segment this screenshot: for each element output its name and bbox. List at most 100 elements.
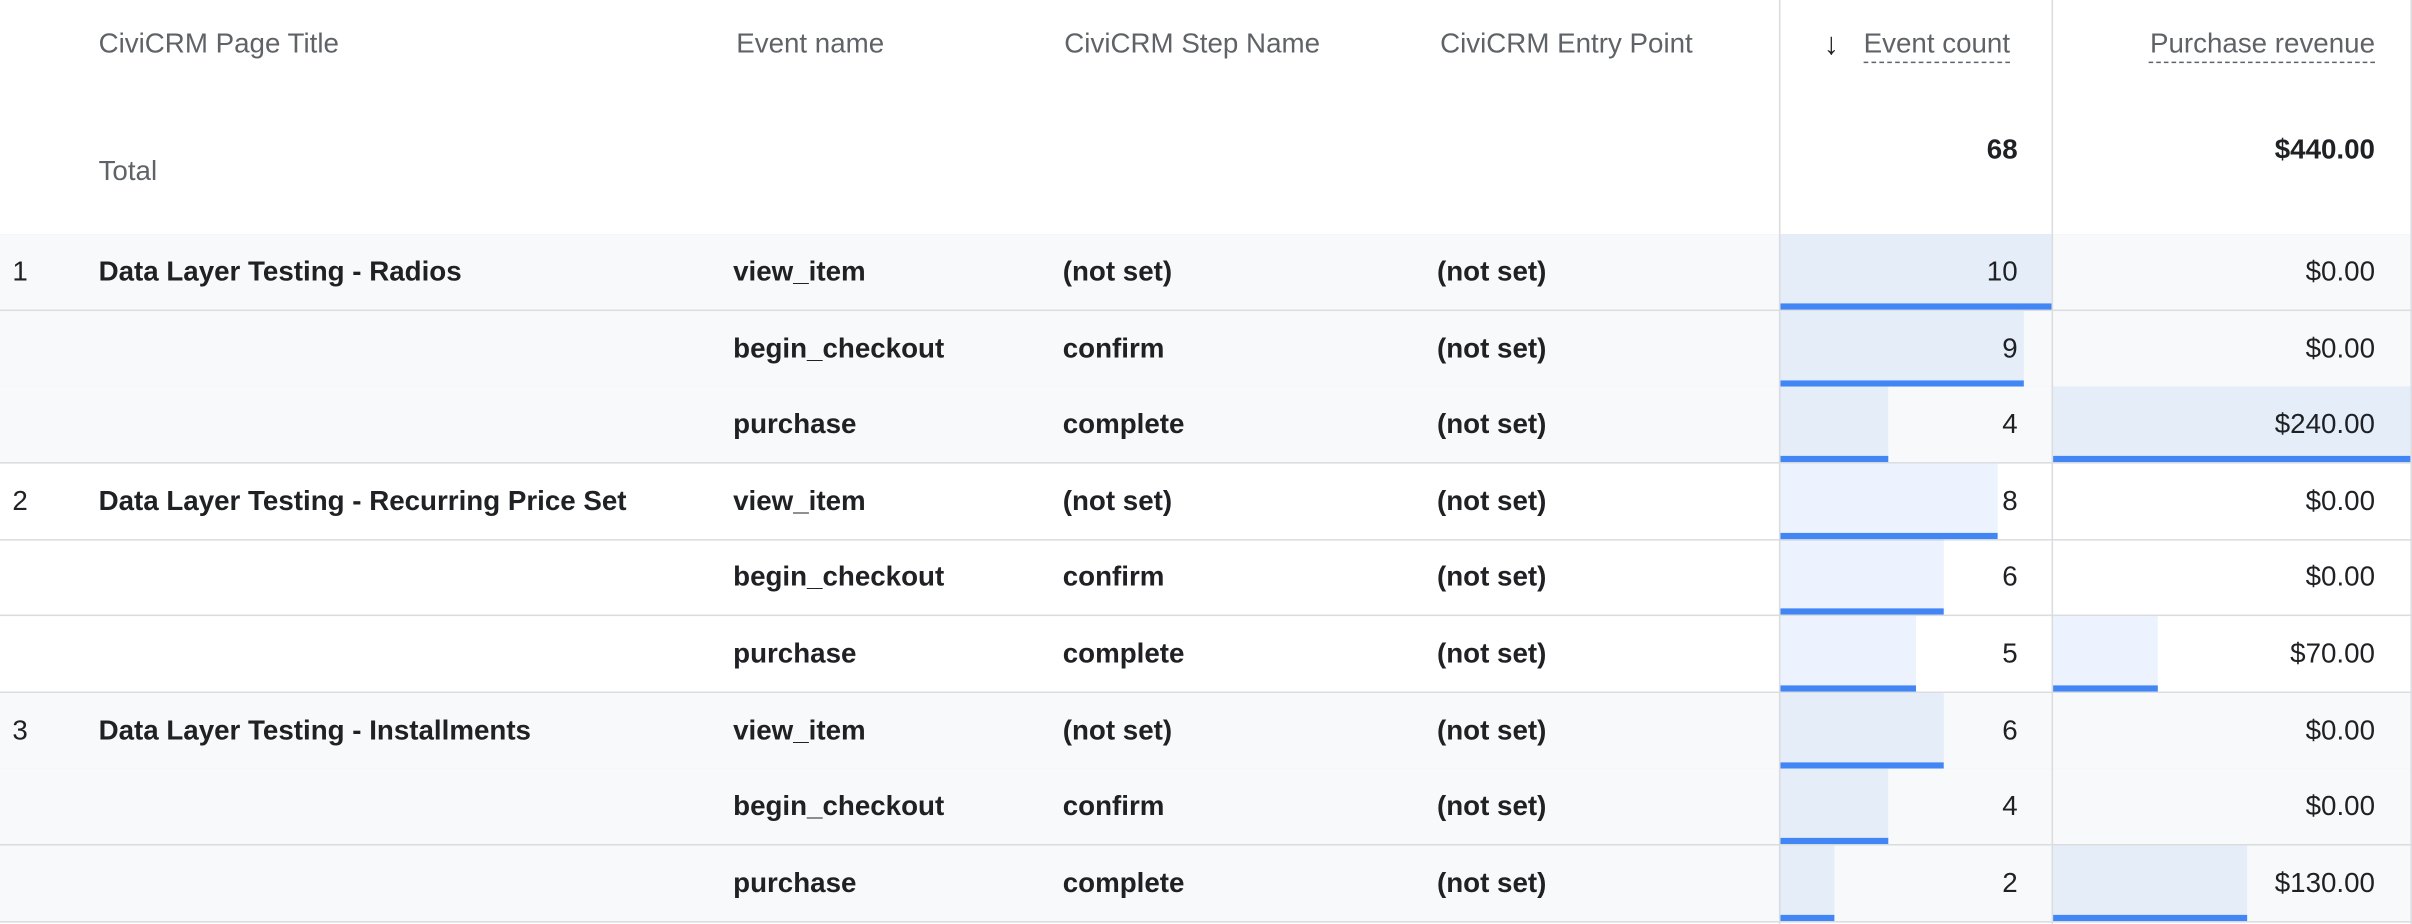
event-count-bar-fill [1780, 616, 1917, 687]
cell-event-count: 2 [2002, 866, 2018, 898]
table-row[interactable]: purchase complete (not set) 2 $130.00 [0, 845, 2412, 923]
table-row[interactable]: 2 Data Layer Testing - Recurring Price Se… [0, 463, 2412, 541]
event-count-bar [1780, 463, 2051, 539]
cell-entry-point: (not set) [1437, 790, 1547, 822]
column-divider [2410, 0, 2412, 924]
cell-purchase-revenue: $130.00 [2274, 866, 2375, 898]
cell-event-name: purchase [733, 866, 857, 898]
event-count-bar [1780, 539, 2051, 616]
header-event-count[interactable]: Event count [1863, 27, 2011, 59]
row-rank: 1 [12, 255, 28, 287]
revenue-bar [2053, 845, 2410, 921]
revenue-bar-fill [2053, 616, 2158, 687]
event-count-bar-line [1780, 685, 1917, 692]
event-count-bar-line [1780, 532, 1998, 539]
cell-purchase-revenue: $0.00 [2305, 714, 2375, 745]
header-page-title[interactable]: CiviCRM Page Title [98, 27, 339, 59]
event-count-bar-fill [1780, 463, 1998, 535]
cell-event-name: purchase [733, 637, 857, 669]
table-row[interactable]: begin_checkout confirm (not set) 4 $0.00 [0, 768, 2412, 846]
header-event-name[interactable]: Event name [736, 27, 885, 59]
cell-event-count: 10 [1986, 255, 2018, 287]
cell-purchase-revenue: $0.00 [2305, 484, 2375, 516]
total-purchase-revenue: $440.00 [2274, 133, 2375, 165]
event-count-bar [1780, 386, 2051, 463]
row-rank: 2 [12, 484, 28, 516]
revenue-bar-fill [2053, 386, 2411, 458]
header-entry-point[interactable]: CiviCRM Entry Point [1440, 27, 1693, 59]
cell-entry-point: (not set) [1437, 332, 1547, 363]
cell-step-name: (not set) [1062, 255, 1173, 287]
cell-event-name: view_item [733, 484, 866, 516]
cell-entry-point: (not set) [1437, 637, 1547, 669]
cell-purchase-revenue: $0.00 [2305, 561, 2375, 593]
cell-entry-point: (not set) [1437, 484, 1547, 516]
column-divider [1778, 0, 1781, 924]
revenue-bar-line [2053, 914, 2247, 921]
cell-event-name: begin_checkout [733, 790, 945, 822]
cell-purchase-revenue: $240.00 [2274, 408, 2375, 440]
cell-step-name: confirm [1062, 790, 1165, 822]
cell-purchase-revenue: $70.00 [2290, 637, 2375, 669]
event-count-bar [1780, 845, 2051, 921]
cell-step-name: confirm [1062, 561, 1165, 593]
cell-event-count: 4 [2002, 408, 2018, 440]
event-count-bar-fill [1780, 539, 1944, 611]
header-step-name[interactable]: CiviCRM Step Name [1064, 27, 1321, 59]
event-count-bar-line [1780, 761, 1944, 768]
event-count-bar-fill [1780, 768, 1889, 840]
event-count-bar-fill [1780, 386, 1889, 458]
column-divider [2051, 0, 2054, 924]
cell-page-title: Data Layer Testing - Recurring Price Set [98, 484, 627, 516]
event-count-bar-line [1780, 914, 1835, 921]
revenue-bar-line [2053, 456, 2411, 463]
cell-entry-point: (not set) [1437, 714, 1547, 745]
cell-purchase-revenue: $0.00 [2305, 790, 2375, 822]
event-count-bar [1780, 310, 2051, 386]
cell-step-name: (not set) [1062, 714, 1173, 745]
revenue-bar-fill [2053, 845, 2247, 917]
cell-entry-point: (not set) [1437, 255, 1547, 287]
table-header: CiviCRM Page Title Event name CiviCRM St… [0, 0, 2412, 236]
cell-event-name: begin_checkout [733, 561, 945, 593]
cell-event-count: 9 [2002, 332, 2018, 363]
cell-event-count: 4 [2002, 790, 2018, 822]
event-count-bar-fill [1780, 234, 2052, 305]
cell-event-count: 8 [2002, 484, 2018, 516]
cell-step-name: complete [1062, 866, 1185, 898]
cell-event-name: purchase [733, 408, 857, 440]
revenue-bar [2053, 616, 2410, 692]
cell-page-title: Data Layer Testing - Installments [98, 714, 531, 745]
cell-event-count: 6 [2002, 561, 2018, 593]
table-row[interactable]: purchase complete (not set) 5 $70.00 [0, 616, 2412, 694]
event-count-bar-line [1780, 456, 1889, 463]
cell-step-name: (not set) [1062, 484, 1173, 516]
event-count-bar [1780, 692, 2051, 768]
event-count-bar [1780, 768, 2051, 845]
event-count-bar-fill [1780, 310, 2025, 382]
event-count-bar-line [1780, 838, 1889, 845]
cell-step-name: complete [1062, 637, 1185, 669]
cell-event-count: 6 [2002, 714, 2018, 745]
header-purchase-revenue[interactable]: Purchase revenue [2149, 27, 2375, 59]
event-count-bar-line [1780, 379, 2025, 386]
cell-purchase-revenue: $0.00 [2305, 332, 2375, 363]
event-count-bar-fill [1780, 845, 1835, 917]
event-count-bar [1780, 234, 2052, 310]
cell-event-name: view_item [733, 714, 866, 745]
revenue-bar [2053, 386, 2411, 463]
arrow-down-icon[interactable]: ↓ [1823, 27, 1839, 62]
cell-event-count: 5 [2002, 637, 2018, 669]
event-count-bar-line [1780, 608, 1944, 616]
cell-entry-point: (not set) [1437, 408, 1547, 440]
event-count-bar-fill [1780, 692, 1944, 764]
cell-purchase-revenue: $0.00 [2305, 255, 2375, 287]
cell-entry-point: (not set) [1437, 866, 1547, 898]
total-event-count: 68 [1986, 133, 2018, 165]
